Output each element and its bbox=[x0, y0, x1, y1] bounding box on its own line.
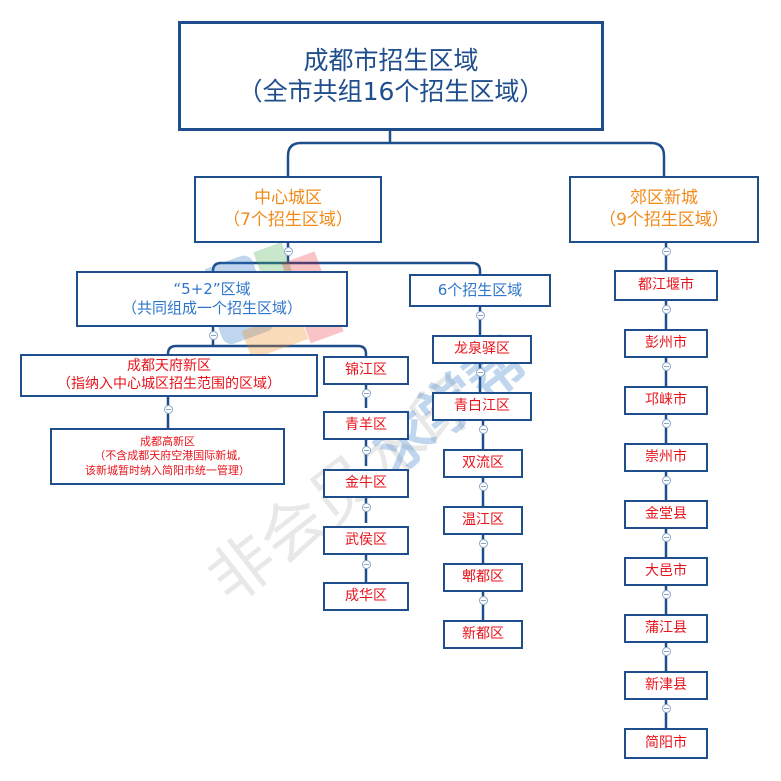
collapse-icon[interactable] bbox=[209, 331, 218, 340]
six-regions-label: 6个招生区域 bbox=[437, 281, 523, 300]
district-node: 双流区 bbox=[443, 449, 523, 478]
district-label: 简阳市 bbox=[645, 734, 687, 751]
collapse-icon[interactable] bbox=[479, 425, 488, 434]
six-regions-node: 6个招生区域 bbox=[409, 274, 551, 307]
district-node: 都江堰市 bbox=[614, 270, 718, 301]
district-node: 龙泉驿区 bbox=[432, 335, 532, 364]
gaoxin-note-2: 该新城暂时纳入简阳市统一管理） bbox=[85, 463, 250, 477]
district-node: 崇州市 bbox=[624, 443, 708, 472]
gaoxin-node: 成都高新区 （不含成都天府空港国际新城, 该新城暂时纳入简阳市统一管理） bbox=[50, 428, 285, 485]
collapse-icon[interactable] bbox=[662, 533, 671, 542]
district-node: 彭州市 bbox=[624, 329, 708, 358]
district-node: 大邑市 bbox=[624, 557, 708, 586]
district-label: 崇州市 bbox=[645, 448, 687, 465]
collapse-icon[interactable] bbox=[479, 596, 488, 605]
collapse-icon[interactable] bbox=[662, 704, 671, 713]
collapse-icon[interactable] bbox=[662, 647, 671, 656]
collapse-icon[interactable] bbox=[662, 362, 671, 371]
collapse-icon[interactable] bbox=[662, 305, 671, 314]
five-two-subtitle: （共同组成一个招生区域） bbox=[121, 299, 302, 317]
district-label: 金堂县 bbox=[645, 505, 687, 522]
suburb-subtitle: （9个招生区域） bbox=[599, 209, 729, 230]
district-label: 新津县 bbox=[645, 676, 687, 693]
district-node: 锦江区 bbox=[323, 356, 409, 385]
district-node: 温江区 bbox=[443, 506, 523, 535]
suburb-node: 郊区新城 （9个招生区域） bbox=[569, 176, 759, 243]
central-subtitle: （7个招生区域） bbox=[223, 209, 353, 230]
gaoxin-title: 成都高新区 bbox=[140, 435, 195, 449]
tianfu-title: 成都天府新区 bbox=[127, 358, 211, 374]
district-label: 成华区 bbox=[345, 587, 387, 604]
collapse-icon[interactable] bbox=[164, 405, 173, 414]
district-label: 蒲江县 bbox=[645, 619, 687, 636]
district-node: 新津县 bbox=[624, 671, 708, 700]
district-node: 邛崃市 bbox=[624, 386, 708, 415]
district-node: 简阳市 bbox=[624, 728, 708, 759]
district-node: 青羊区 bbox=[323, 411, 409, 440]
collapse-icon[interactable] bbox=[662, 419, 671, 428]
district-label: 青白江区 bbox=[454, 397, 510, 414]
district-node: 青白江区 bbox=[432, 392, 532, 421]
root-node: 成都市招生区域 （全市共组16个招生区域） bbox=[178, 21, 604, 131]
district-label: 双流区 bbox=[462, 454, 504, 471]
district-label: 新都区 bbox=[462, 625, 504, 642]
district-label: 都江堰市 bbox=[638, 276, 694, 293]
root-subtitle: （全市共组16个招生区域） bbox=[237, 77, 545, 106]
collapse-icon[interactable] bbox=[476, 311, 485, 320]
central-node: 中心城区 （7个招生区域） bbox=[194, 176, 382, 243]
collapse-icon[interactable] bbox=[479, 539, 488, 548]
five-two-title: “5+2”区域 bbox=[173, 280, 251, 299]
district-node: 成华区 bbox=[323, 582, 409, 611]
district-label: 邛崃市 bbox=[645, 391, 687, 408]
district-label: 郫都区 bbox=[462, 568, 504, 585]
collapse-icon[interactable] bbox=[662, 476, 671, 485]
collapse-icon[interactable] bbox=[362, 446, 371, 455]
district-node: 新都区 bbox=[443, 620, 523, 649]
district-label: 龙泉驿区 bbox=[454, 340, 510, 357]
district-label: 锦江区 bbox=[345, 361, 387, 378]
suburb-title: 郊区新城 bbox=[630, 188, 698, 209]
collapse-icon[interactable] bbox=[662, 247, 671, 256]
collapse-icon[interactable] bbox=[362, 503, 371, 512]
district-label: 武侯区 bbox=[345, 531, 387, 548]
district-label: 温江区 bbox=[462, 511, 504, 528]
tianfu-subtitle: （指纳入中心城区招生范围的区域） bbox=[57, 375, 281, 392]
district-label: 金牛区 bbox=[345, 474, 387, 491]
district-label: 青羊区 bbox=[345, 416, 387, 433]
collapse-icon[interactable] bbox=[284, 247, 293, 256]
collapse-icon[interactable] bbox=[662, 590, 671, 599]
district-label: 大邑市 bbox=[645, 562, 687, 579]
collapse-icon[interactable] bbox=[362, 389, 371, 398]
collapse-icon[interactable] bbox=[476, 368, 485, 377]
district-label: 彭州市 bbox=[645, 334, 687, 351]
district-node: 蒲江县 bbox=[624, 614, 708, 643]
collapse-icon[interactable] bbox=[362, 560, 371, 569]
collapse-icon[interactable] bbox=[479, 482, 488, 491]
gaoxin-note-1: （不含成都天府空港国际新城, bbox=[94, 449, 241, 463]
root-title: 成都市招生区域 bbox=[303, 45, 479, 75]
tianfu-node: 成都天府新区 （指纳入中心城区招生范围的区域） bbox=[20, 354, 318, 397]
district-node: 郫都区 bbox=[443, 563, 523, 592]
district-node: 金牛区 bbox=[323, 469, 409, 498]
central-title: 中心城区 bbox=[254, 188, 322, 209]
district-node: 武侯区 bbox=[323, 526, 409, 555]
district-node: 金堂县 bbox=[624, 500, 708, 529]
five-two-node: “5+2”区域 （共同组成一个招生区域） bbox=[76, 271, 348, 327]
